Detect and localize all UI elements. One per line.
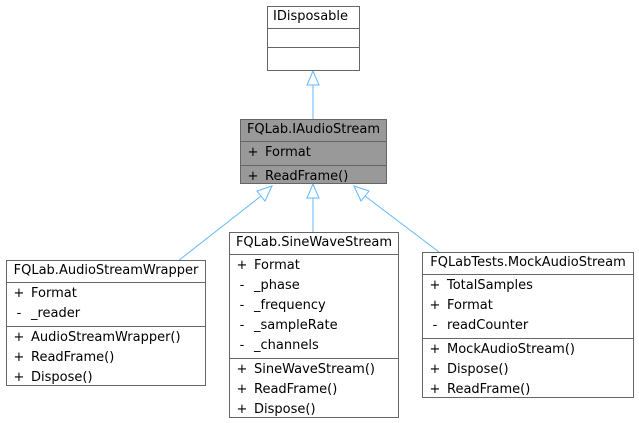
visibility-marker: + — [13, 350, 25, 365]
attribute-name: Format — [31, 286, 77, 301]
method-row: + Dispose() — [423, 360, 633, 380]
class-idisposable[interactable]: IDisposable — [267, 6, 360, 71]
attributes-compartment — [268, 28, 359, 47]
method-name: Dispose() — [447, 362, 509, 377]
visibility-marker: - — [239, 298, 245, 313]
method-row: + Dispose() — [230, 400, 398, 420]
visibility-marker: + — [247, 145, 259, 160]
visibility-marker: - — [239, 338, 245, 353]
method-row: + ReadFrame() — [423, 380, 633, 400]
class-mockaudiostream[interactable]: FQLabTests.MockAudioStream + TotalSample… — [422, 252, 634, 398]
visibility-marker: - — [239, 318, 245, 333]
method-row: + MockAudioStream() — [423, 340, 633, 360]
methods-compartment: + ReadFrame() — [241, 165, 386, 189]
methods-compartment: + MockAudioStream() + Dispose() + ReadFr… — [423, 338, 633, 402]
method-name: ReadFrame() — [254, 382, 338, 397]
methods-compartment: + SineWaveStream() + ReadFrame() + Dispo… — [230, 358, 398, 422]
attributes-compartment: + Format — [241, 141, 386, 165]
method-row: + SineWaveStream() — [230, 360, 398, 380]
inheritance-arrowhead-icon — [353, 185, 370, 202]
method-row: + ReadFrame() — [7, 348, 205, 368]
inheritance-arrowhead-icon — [306, 69, 320, 86]
class-title: IDisposable — [273, 9, 349, 24]
visibility-marker: + — [236, 362, 248, 377]
method-row: + AudioStreamWrapper() — [7, 328, 205, 348]
edge-mock-to-iaudiostream — [353, 185, 440, 253]
edge-sine-to-iaudiostream — [306, 182, 320, 232]
attribute-row: + Format — [7, 284, 205, 304]
visibility-marker: + — [236, 382, 248, 397]
visibility-marker: + — [429, 382, 441, 397]
visibility-marker: + — [429, 342, 441, 357]
attribute-row: - _sampleRate — [230, 316, 398, 336]
attribute-row: - _frequency — [230, 296, 398, 316]
method-name: ReadFrame() — [265, 169, 349, 184]
visibility-marker: + — [236, 258, 248, 273]
class-sinewavestream[interactable]: FQLab.SineWaveStream + Format - _phase -… — [229, 232, 399, 418]
edge-iaudiostream-to-idisposable — [306, 69, 320, 120]
attributes-compartment: + Format - _phase - _frequency - _sample… — [230, 254, 398, 358]
visibility-marker: + — [13, 330, 25, 345]
visibility-marker: + — [247, 169, 259, 184]
attribute-name: _channels — [254, 338, 319, 353]
attribute-row: + Format — [230, 256, 398, 276]
attribute-name: _phase — [254, 278, 300, 293]
attribute-name: readCounter — [447, 318, 529, 333]
attributes-compartment: + Format - _reader — [7, 282, 205, 326]
visibility-marker: + — [429, 298, 441, 313]
inheritance-arrowhead-icon — [256, 185, 273, 202]
method-name: ReadFrame() — [447, 382, 531, 397]
method-row: + ReadFrame() — [241, 167, 386, 187]
visibility-marker: - — [239, 278, 245, 293]
attribute-row: + TotalSamples — [423, 276, 633, 296]
method-name: AudioStreamWrapper() — [31, 330, 181, 345]
attribute-name: TotalSamples — [447, 278, 533, 293]
attribute-name: Format — [265, 145, 311, 160]
class-iaudiostream[interactable]: FQLab.IAudioStream + Format + ReadFrame(… — [240, 119, 387, 184]
visibility-marker: + — [429, 362, 441, 377]
method-name: Dispose() — [254, 402, 316, 417]
method-name: Dispose() — [31, 370, 93, 385]
attribute-row: - _reader — [7, 304, 205, 324]
methods-compartment — [268, 47, 359, 66]
class-title: FQLab.AudioStreamWrapper — [13, 263, 199, 278]
method-name: ReadFrame() — [31, 350, 115, 365]
visibility-marker: + — [13, 370, 25, 385]
attribute-row: - _channels — [230, 336, 398, 356]
visibility-marker: + — [13, 286, 25, 301]
class-audiostreamwrapper[interactable]: FQLab.AudioStreamWrapper + Format - _rea… — [6, 260, 206, 386]
inheritance-arrowhead-icon — [306, 182, 320, 199]
attribute-name: Format — [254, 258, 300, 273]
class-title: FQLab.IAudioStream — [246, 122, 381, 137]
visibility-marker: + — [429, 278, 441, 293]
attribute-row: + Format — [241, 143, 386, 163]
class-title: FQLab.SineWaveStream — [235, 235, 393, 250]
visibility-marker: - — [432, 318, 438, 333]
class-title: FQLabTests.MockAudioStream — [430, 255, 626, 270]
attribute-row: - _phase — [230, 276, 398, 296]
methods-compartment: + AudioStreamWrapper() + ReadFrame() + D… — [7, 326, 205, 390]
attribute-name: Format — [447, 298, 493, 313]
visibility-marker: - — [16, 306, 22, 321]
method-name: MockAudioStream() — [447, 342, 575, 357]
method-name: SineWaveStream() — [254, 362, 375, 377]
attribute-row: + Format — [423, 296, 633, 316]
edge-wrapper-to-iaudiostream — [177, 185, 273, 262]
attributes-compartment: + TotalSamples + Format - readCounter — [423, 274, 633, 338]
attribute-row: - readCounter — [423, 316, 633, 336]
attribute-name: _sampleRate — [254, 318, 338, 333]
attribute-name: _frequency — [254, 298, 326, 313]
attribute-name: _reader — [31, 306, 81, 321]
method-row: + ReadFrame() — [230, 380, 398, 400]
method-row: + Dispose() — [7, 368, 205, 388]
visibility-marker: + — [236, 402, 248, 417]
